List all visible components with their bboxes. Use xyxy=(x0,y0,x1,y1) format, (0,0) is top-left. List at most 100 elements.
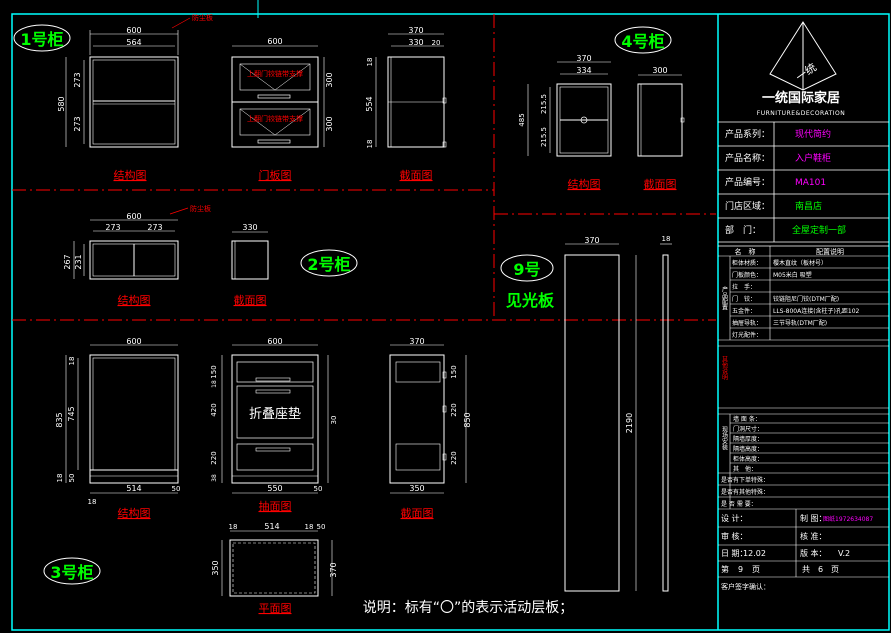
dim: 20 xyxy=(432,39,441,47)
dim: 50 xyxy=(172,485,181,493)
dim: 18 xyxy=(366,58,374,67)
dim: 350 xyxy=(211,560,220,575)
cfg-row-label: 抽屉导轨： xyxy=(732,319,762,327)
dim: 485 xyxy=(518,113,526,126)
other-notes-side: 其他说明 xyxy=(721,355,728,381)
dim: 600 xyxy=(267,37,282,46)
dim: 350 xyxy=(409,484,424,493)
cfg-header-desc: 配置说明 xyxy=(816,247,844,256)
c2-section-view: 330 xyxy=(231,223,269,280)
dim: 18 xyxy=(229,523,238,531)
cabinet-bubble-1: 1号柜 xyxy=(13,24,71,52)
logo-text: 一统 xyxy=(794,61,819,84)
dim: 273 xyxy=(73,72,82,87)
dim: 273 xyxy=(147,223,162,232)
tb-row-label: 产品编号： xyxy=(725,176,770,188)
dim: 38 xyxy=(211,474,218,482)
cabinet-label-3: 3号柜 xyxy=(50,563,93,582)
signature-label: 客户签字确认： xyxy=(721,582,770,591)
dim: 18 xyxy=(305,523,314,531)
c3-section-view: 370 850 150 220 220 350 xyxy=(389,337,472,494)
install-row: 门洞尺寸： xyxy=(733,425,763,433)
c3-structure-title: 结构图 xyxy=(118,506,151,520)
dim: 745 xyxy=(67,406,76,421)
dim: 220 xyxy=(210,451,218,464)
dust-board-label-2: 防尘板 xyxy=(190,204,211,213)
dim: 600 xyxy=(126,26,141,35)
dim: 300 xyxy=(325,116,334,131)
cfg-row-value: 铰链阻尼门铰(DTM厂配) xyxy=(773,295,839,303)
dim: 273 xyxy=(105,223,120,232)
section-separators xyxy=(12,14,716,321)
dim: 215.5 xyxy=(540,94,548,114)
dim: 554 xyxy=(365,96,374,111)
dim: 150 xyxy=(210,365,218,378)
product-code-value: MA101 xyxy=(795,178,826,188)
install-row: 隔墙高度： xyxy=(733,445,763,453)
dim: 267 xyxy=(63,254,72,269)
tb-row-label: 门店区域： xyxy=(725,200,770,212)
dim: 300 xyxy=(325,72,334,87)
dim: 50 xyxy=(314,485,323,493)
approve-label: 核 准： xyxy=(800,531,827,541)
drawing-frame xyxy=(11,0,890,631)
c1-door-view: 上翻门铰链带支撑 上翻门铰链带支撑 600 300 300 xyxy=(231,37,334,148)
cfg-row-label: 灯光配件： xyxy=(732,331,762,339)
cfg-row-value: LLS-800A连接(含柱子)孔距102 xyxy=(773,307,860,315)
door-note-1: 上翻门铰链带支撑 xyxy=(247,69,303,78)
dim: 300 xyxy=(652,66,667,75)
dim: 150 xyxy=(450,365,458,378)
cabinet-label-1: 1号柜 xyxy=(20,30,63,49)
cfg-row-label: 柜体材质： xyxy=(732,259,762,267)
c4-structure-title: 结构图 xyxy=(568,177,601,191)
c3-drawer-title: 抽面图 xyxy=(259,499,292,513)
cabinet-bubble-9: 9号 见光板 xyxy=(500,254,555,310)
cfg-row-label: 拉 手： xyxy=(732,283,756,291)
title-block: 一统 一统国际家居 FURNITURE&DECORATION 产品系列： 现代简… xyxy=(718,21,889,591)
brand-logo xyxy=(769,21,837,91)
dim: 273 xyxy=(73,116,82,131)
drafter-label: 制 图： xyxy=(800,513,827,523)
dim: 18 xyxy=(662,235,671,243)
c3-plan-title: 平面图 xyxy=(259,602,292,615)
dim: 330 xyxy=(408,38,423,47)
cfg-row-value: 樱木直纹（板材号） xyxy=(773,259,827,267)
page-number: 9 xyxy=(738,565,743,574)
dim: 370 xyxy=(408,26,423,35)
cabinet-bubble-2: 2号柜 xyxy=(300,249,358,277)
dim: 18 xyxy=(211,380,218,388)
dim: 50 xyxy=(68,474,76,483)
dim: 600 xyxy=(126,212,141,221)
cfg-row-label: 门板颜色： xyxy=(732,271,762,279)
install-side-label: 现场安装 xyxy=(721,426,728,451)
dim: 370 xyxy=(329,562,338,577)
dim: 580 xyxy=(57,96,66,111)
cabinet-bubble-3: 3号柜 xyxy=(43,557,101,585)
dim: 514 xyxy=(126,484,141,493)
page-suffix: 页 xyxy=(752,565,760,574)
c1-structure-view: 600 564 580 273 273 防尘板 xyxy=(57,13,213,148)
check-label: 审 核： xyxy=(721,531,748,541)
install-row: 墙 面 条： xyxy=(733,415,761,423)
dim: 18 xyxy=(56,474,64,483)
dim: 215.5 xyxy=(540,127,548,147)
dim: 50 xyxy=(317,523,326,531)
install-row: 是否有下单特殊： xyxy=(721,476,769,484)
drafter-value: 图纸1972634087 xyxy=(823,515,873,523)
install-row: 柜体高度： xyxy=(733,455,763,463)
brand-name: 一统国际家居 xyxy=(762,90,840,106)
total-prefix: 共 xyxy=(802,565,810,574)
install-row: 是否有其他特殊： xyxy=(721,488,769,496)
product-series-value: 现代简约 xyxy=(795,128,831,140)
c1-structure-title: 结构图 xyxy=(114,168,147,182)
c2-structure-view: 600 273 273 267 231 防尘板 xyxy=(63,204,211,280)
c3-structure-view: 600 835 745 18 50 18 514 18 50 xyxy=(55,337,180,506)
dim: 370 xyxy=(576,54,591,63)
total-suffix: 页 xyxy=(831,565,839,574)
c9-panel-view: 370 2190 18 xyxy=(564,235,672,592)
c4-section-title: 截面图 xyxy=(644,177,677,191)
install-row: 是 否 需 要： xyxy=(721,501,757,508)
dim: 18 xyxy=(366,140,374,149)
dim: 550 xyxy=(267,484,282,493)
